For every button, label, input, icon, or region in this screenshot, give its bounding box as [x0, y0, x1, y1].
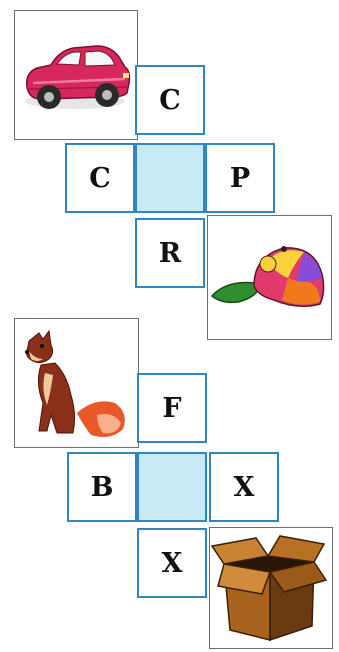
letter-p-right: P [230, 163, 250, 194]
fox-icon [15, 319, 137, 446]
letter-b-left: B [91, 472, 114, 503]
fox-picture-frame [14, 318, 139, 448]
puzzle-2-cell-left[interactable]: B [67, 452, 137, 522]
cap-icon [208, 216, 330, 338]
letter-f-top: F [162, 393, 181, 424]
box-picture-frame [209, 527, 333, 649]
letter-x-right: X [234, 472, 255, 503]
car-picture-frame [14, 10, 138, 140]
letter-c-left: C [89, 163, 111, 194]
puzzle-2-cell-top[interactable]: F [137, 373, 207, 443]
puzzle-2-cell-right[interactable]: X [209, 452, 279, 522]
box-icon [210, 528, 331, 647]
puzzle-2-cell-center-blank[interactable] [137, 452, 207, 522]
puzzle-1-cell-left[interactable]: C [65, 143, 135, 213]
puzzle-2-cell-bottom[interactable]: X [137, 528, 207, 598]
puzzle-1-cell-bottom[interactable]: R [135, 218, 205, 288]
puzzle-1-cell-right[interactable]: P [205, 143, 275, 213]
cap-picture-frame [207, 215, 332, 340]
puzzle-1-cell-center-blank[interactable] [135, 143, 205, 213]
letter-x-bottom: X [162, 548, 183, 579]
puzzle-1-cell-top[interactable]: C [135, 65, 205, 135]
car-icon [15, 11, 136, 138]
letter-r-bottom: R [159, 238, 181, 269]
letter-c-top: C [159, 85, 181, 116]
